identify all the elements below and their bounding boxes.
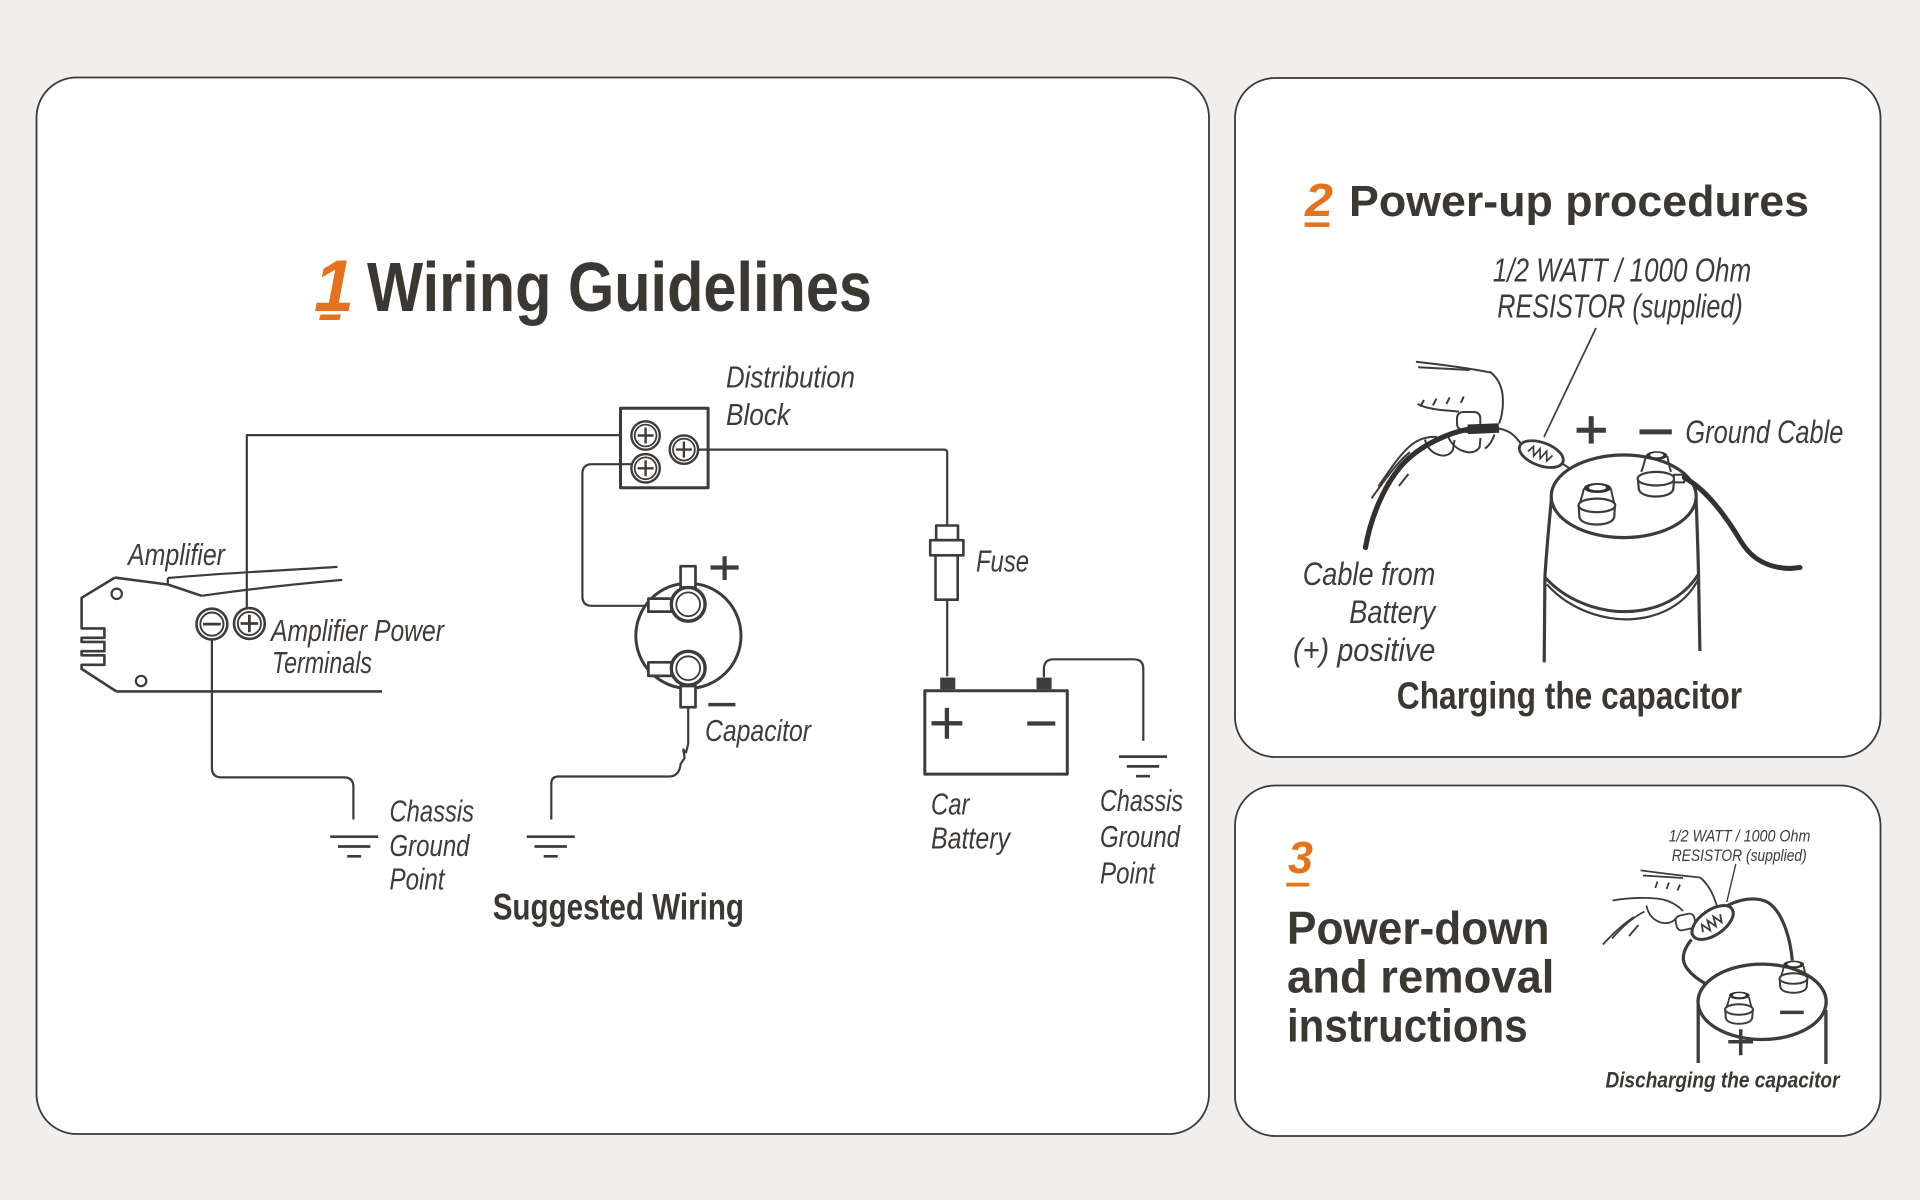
svg-text:1/2 WATT / 1000 Ohm: 1/2 WATT / 1000 Ohm — [1493, 252, 1752, 289]
svg-text:Amplifier: Amplifier — [126, 537, 226, 572]
svg-text:Battery: Battery — [1349, 594, 1437, 630]
svg-text:RESISTOR (supplied): RESISTOR (supplied) — [1497, 288, 1742, 325]
svg-text:Battery: Battery — [931, 820, 1012, 855]
svg-text:Ground Cable: Ground Cable — [1685, 414, 1843, 450]
svg-text:Chassis: Chassis — [390, 794, 475, 829]
svg-text:Terminals: Terminals — [272, 645, 372, 680]
svg-text:Charging the capacitor: Charging the capacitor — [1397, 676, 1742, 718]
svg-text:Capacitor: Capacitor — [705, 713, 812, 748]
svg-text:Amplifier Power: Amplifier Power — [269, 613, 445, 648]
svg-text:Fuse: Fuse — [976, 544, 1029, 579]
svg-text:2: 2 — [1304, 174, 1334, 226]
svg-text:Cable from: Cable from — [1303, 556, 1436, 592]
svg-text:Distribution: Distribution — [726, 360, 855, 395]
svg-text:Ground: Ground — [1100, 819, 1181, 854]
svg-text:instructions: instructions — [1287, 1000, 1528, 1052]
svg-text:(+) positive: (+) positive — [1293, 632, 1435, 668]
svg-text:Ground: Ground — [390, 828, 471, 863]
svg-text:and removal: and removal — [1287, 951, 1554, 1003]
svg-text:3: 3 — [1288, 832, 1313, 883]
svg-text:Point: Point — [390, 862, 446, 897]
svg-text:Power-down: Power-down — [1287, 902, 1550, 954]
svg-text:1: 1 — [314, 246, 354, 327]
svg-text:1/2 WATT / 1000 Ohm: 1/2 WATT / 1000 Ohm — [1669, 828, 1811, 846]
svg-text:Chassis: Chassis — [1100, 783, 1183, 818]
svg-text:Discharging the capacitor: Discharging the capacitor — [1606, 1067, 1841, 1092]
svg-text:Wiring Guidelines: Wiring Guidelines — [367, 248, 872, 326]
svg-text:Power-up procedures: Power-up procedures — [1349, 177, 1809, 226]
svg-text:Car: Car — [931, 786, 971, 821]
svg-text:RESISTOR (supplied): RESISTOR (supplied) — [1672, 847, 1807, 865]
svg-text:Suggested Wiring: Suggested Wiring — [493, 886, 744, 927]
svg-text:Block: Block — [726, 397, 791, 432]
svg-text:Point: Point — [1100, 855, 1156, 890]
